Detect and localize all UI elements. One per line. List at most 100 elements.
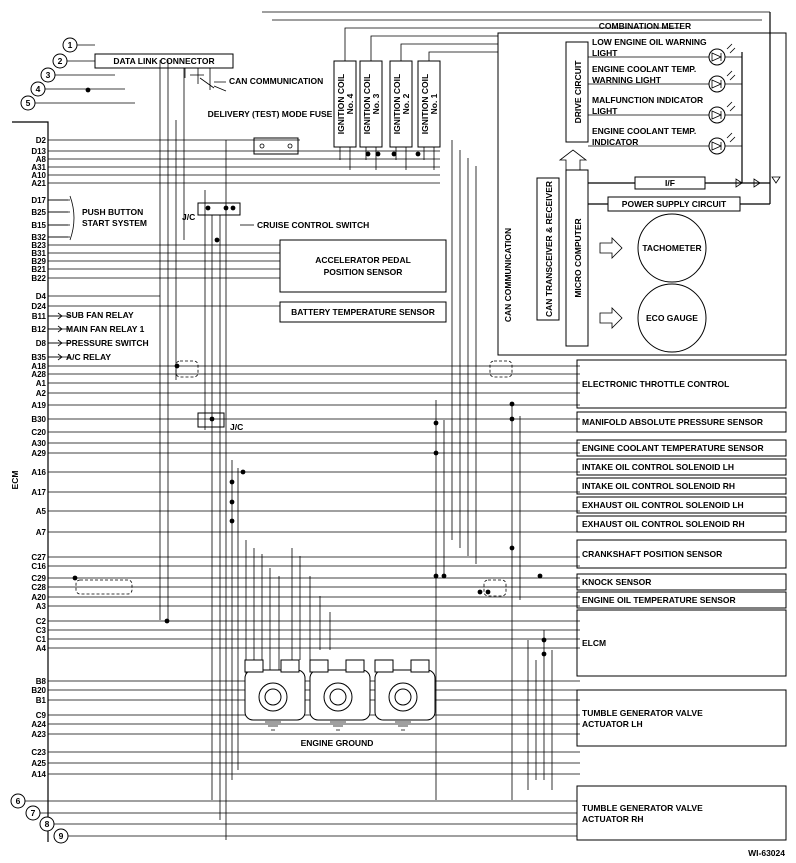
component-box bbox=[576, 785, 787, 841]
ecm-pin-a17: A17 bbox=[31, 488, 46, 497]
ecm-label: ECM bbox=[10, 471, 20, 490]
combination-meter: COMBINATION METER DRIVE CIRCUIT MICRO CO… bbox=[497, 12, 787, 356]
marker-number-6: 6 bbox=[16, 796, 21, 806]
ground-bolt-icon bbox=[394, 688, 412, 706]
ecm-pin-a30: A30 bbox=[31, 439, 46, 448]
ecm-pin-a10: A10 bbox=[31, 171, 46, 180]
marker-number-3: 3 bbox=[46, 70, 51, 80]
ecm-pin-c28: C28 bbox=[31, 583, 46, 592]
ecm-pin-b12: B12 bbox=[31, 325, 46, 334]
wire bbox=[48, 353, 63, 361]
component-label: EXHAUST OIL CONTROL SOLENOID RH bbox=[582, 519, 745, 529]
junction-dot bbox=[230, 205, 236, 211]
component-box bbox=[576, 458, 787, 476]
ground-terminal bbox=[410, 659, 430, 673]
component-label: ELCM bbox=[582, 638, 606, 648]
ecm-pin-a7: A7 bbox=[36, 528, 47, 537]
ecm-pin-a14: A14 bbox=[31, 770, 46, 779]
marker-number-9: 9 bbox=[59, 831, 64, 841]
battery-sensor-label: BATTERY TEMPERATURE SENSOR bbox=[291, 307, 435, 317]
ground-bolt-icon bbox=[329, 688, 347, 706]
ignition-coil-label: IGNITION COIL bbox=[392, 74, 402, 134]
component-label: ENGINE COOLANT TEMPERATURE SENSOR bbox=[582, 443, 764, 453]
ecm-pin-c16: C16 bbox=[31, 562, 46, 571]
ac-relay-label: A/C RELAY bbox=[66, 352, 111, 362]
component-label: EXHAUST OIL CONTROL SOLENOID LH bbox=[582, 500, 744, 510]
component-box bbox=[576, 477, 787, 495]
power-supply-circuit-label: POWER SUPPLY CIRCUIT bbox=[622, 199, 727, 209]
can-transceiver-label: CAN TRANSCEIVER & RECEIVER bbox=[544, 181, 554, 317]
ecm-pin-d24: D24 bbox=[31, 302, 46, 311]
component-box bbox=[576, 573, 787, 591]
ground-terminal bbox=[244, 659, 264, 673]
push-button-start-system: PUSH BUTTON START SYSTEM bbox=[69, 195, 147, 241]
ecm-pin-b31: B31 bbox=[31, 249, 46, 258]
ignition-coil-label: IGNITION COIL bbox=[336, 74, 346, 134]
component-label: CRANKSHAFT POSITION SENSOR bbox=[582, 549, 722, 559]
warning-light-icon bbox=[708, 106, 726, 124]
led-icon bbox=[711, 101, 736, 120]
ecm-pin-a25: A25 bbox=[31, 759, 46, 768]
push-button-label-2: START SYSTEM bbox=[82, 218, 147, 228]
ecm-pin-b20: B20 bbox=[31, 686, 46, 695]
tachometer-label: TACHOMETER bbox=[642, 243, 701, 253]
eco-gauge-label: ECO GAUGE bbox=[646, 313, 698, 323]
ground-symbol-icon bbox=[265, 721, 281, 731]
junction-dot bbox=[509, 545, 515, 551]
ecm-pin-b22: B22 bbox=[31, 274, 46, 283]
ecm-pin-a31: A31 bbox=[31, 163, 46, 172]
ecm-pin-a3: A3 bbox=[36, 602, 47, 611]
ecm-pin-a5: A5 bbox=[36, 507, 47, 516]
ecm-pin-a4: A4 bbox=[36, 644, 47, 653]
engine-grounds: ENGINE GROUND bbox=[244, 659, 436, 748]
led-icon bbox=[711, 132, 736, 151]
shield-marker bbox=[175, 360, 199, 378]
junction-dot bbox=[433, 450, 439, 456]
component-box bbox=[576, 496, 787, 514]
accelerator-pedal-sensor: ACCELERATOR PEDAL POSITION SENSOR bbox=[279, 239, 447, 293]
led-icon bbox=[711, 43, 736, 62]
ignition-coil-label: IGNITION COIL bbox=[362, 74, 372, 134]
ecm-pin-d13: D13 bbox=[31, 147, 46, 156]
ground-bolt-icon bbox=[264, 688, 282, 706]
sub-fan-relay-label: SUB FAN RELAY bbox=[66, 310, 134, 320]
junction-dot bbox=[433, 573, 439, 579]
ecm-pin-b35: B35 bbox=[31, 353, 46, 362]
ecm-pin-c2: C2 bbox=[36, 617, 47, 626]
ecm-pin-c3: C3 bbox=[36, 626, 47, 635]
junction-dot bbox=[205, 205, 211, 211]
ground-symbol-icon bbox=[330, 721, 346, 731]
ecm-pin-c27: C27 bbox=[31, 553, 46, 562]
meter-light-label: ENGINE COOLANT TEMP. bbox=[592, 126, 696, 136]
junction-dot bbox=[541, 637, 547, 643]
junction-dot bbox=[541, 651, 547, 657]
jc-top-label: J/C bbox=[182, 212, 195, 222]
ecm-pin-b23: B23 bbox=[31, 241, 46, 250]
junction-dot bbox=[441, 573, 447, 579]
delivery-mode-fuse: DELIVERY (TEST) MODE FUSE bbox=[208, 109, 333, 155]
junction-dot bbox=[229, 479, 235, 485]
warning-light-icon bbox=[708, 75, 726, 93]
ecm-pin-b29: B29 bbox=[31, 257, 46, 266]
ecm-pin-b21: B21 bbox=[31, 265, 46, 274]
ecm-pin-b8: B8 bbox=[36, 677, 47, 686]
ecm-pin-a18: A18 bbox=[31, 362, 46, 371]
ecm-pin-b11: B11 bbox=[32, 312, 47, 321]
component-label: ENGINE OIL TEMPERATURE SENSOR bbox=[582, 595, 736, 605]
junction-dot bbox=[229, 499, 235, 505]
accel-sensor-label-1: ACCELERATOR PEDAL bbox=[315, 255, 411, 265]
ecm-pin-a24: A24 bbox=[31, 720, 46, 729]
ignition-coil-number: No. 1 bbox=[429, 93, 439, 114]
junction-dot bbox=[72, 575, 78, 581]
ecm-pin-a2: A2 bbox=[36, 389, 47, 398]
wire bbox=[48, 312, 63, 320]
component-label: ACTUATOR LH bbox=[582, 719, 643, 729]
ignition-coil-number: No. 3 bbox=[371, 93, 381, 114]
ecm-pin-c1: C1 bbox=[36, 635, 47, 644]
component-label: INTAKE OIL CONTROL SOLENOID RH bbox=[582, 481, 735, 491]
component-box bbox=[576, 439, 787, 457]
junction-dot bbox=[223, 205, 229, 211]
junction-dot bbox=[485, 589, 491, 595]
